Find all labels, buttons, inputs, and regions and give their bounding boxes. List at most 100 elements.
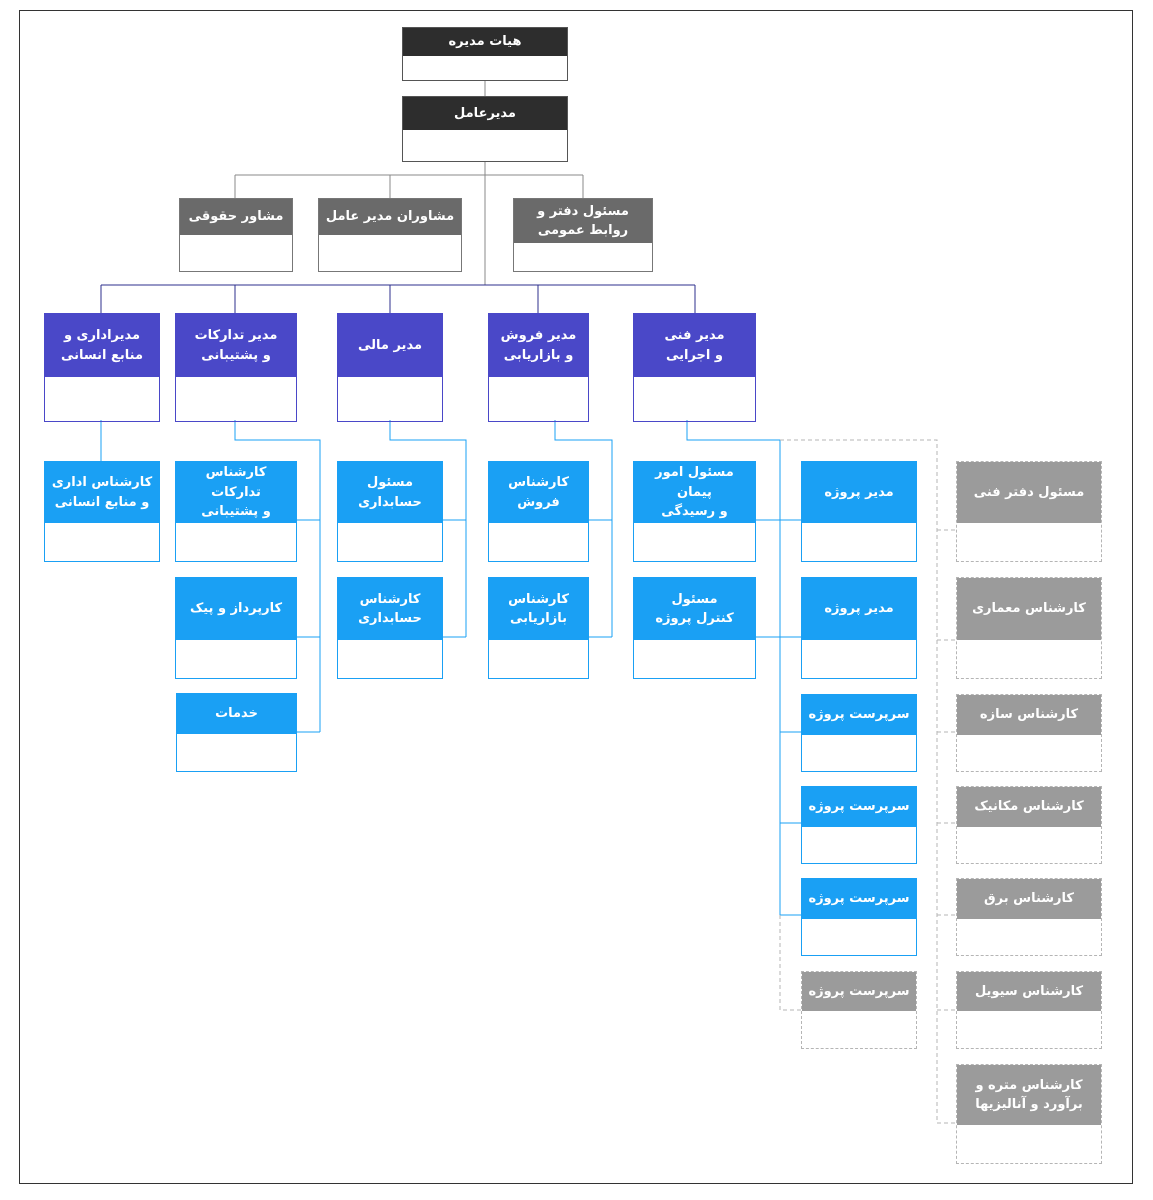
node-expert-3: کارشناس سازه xyxy=(956,694,1102,772)
node-manager-technical-title: مدیر فنی و اجرایی xyxy=(634,314,755,377)
node-board: هیات مدیره xyxy=(402,27,568,81)
node-project-6-title: سرپرست پروژه xyxy=(802,972,916,1011)
connector-procurement xyxy=(234,420,321,733)
node-sales-staff-2-body xyxy=(489,640,588,678)
node-expert-2-title: کارشناس معماری xyxy=(957,578,1101,640)
node-project-2-body xyxy=(802,640,916,678)
node-hr-staff-1-title: کارشناس اداری و منابع انسانی xyxy=(45,462,159,523)
node-project-1: مدیر پروژه xyxy=(801,461,917,562)
node-manager-procurement-title: مدیر تدارکات و پشتیبانی xyxy=(176,314,296,377)
node-expert-7-body xyxy=(957,1125,1101,1163)
node-manager-sales: مدیر فروش و بازاریابی xyxy=(488,313,589,422)
node-project-6-body xyxy=(802,1011,916,1048)
node-finance-staff-1-body xyxy=(338,523,442,561)
node-project-3-body xyxy=(802,735,916,771)
node-ceo-title: مدیرعامل xyxy=(403,97,567,130)
node-project-3: سرپرست پروژه xyxy=(801,694,917,772)
node-advisor-office-title: مسئول دفتر و روابط عمومی xyxy=(514,199,652,243)
node-project-1-title: مدیر پروژه xyxy=(802,462,916,523)
node-hr-staff-1: کارشناس اداری و منابع انسانی xyxy=(44,461,160,562)
node-technical-staff-2-body xyxy=(634,640,755,678)
node-expert-7: کارشناس متره و برآورد و آنالیزیها xyxy=(956,1064,1102,1164)
node-expert-5: کارشناس برق xyxy=(956,878,1102,956)
node-advisor-legal: مشاور حقوقی xyxy=(179,198,293,272)
node-procurement-staff-1-body xyxy=(176,523,296,561)
node-expert-6-body xyxy=(957,1011,1101,1048)
node-expert-7-title: کارشناس متره و برآورد و آنالیزیها xyxy=(957,1065,1101,1125)
node-project-5-body xyxy=(802,919,916,955)
node-manager-technical: مدیر فنی و اجرایی xyxy=(633,313,756,422)
node-expert-4-body xyxy=(957,827,1101,863)
node-procurement-staff-3-body xyxy=(177,734,296,771)
node-technical-staff-2: مسئول کنترل پروژه xyxy=(633,577,756,679)
node-finance-staff-1: مسئول حسابداری xyxy=(337,461,443,562)
node-advisor-office-body xyxy=(514,243,652,271)
node-sales-staff-1-body xyxy=(489,523,588,561)
node-procurement-staff-2-title: کارپرداز و پیک xyxy=(176,578,296,640)
node-hr-staff-1-body xyxy=(45,523,159,561)
node-project-4-title: سرپرست پروژه xyxy=(802,787,916,827)
node-manager-finance-title: مدیر مالی xyxy=(338,314,442,377)
node-finance-staff-2-body xyxy=(338,640,442,678)
node-expert-3-body xyxy=(957,735,1101,771)
node-expert-3-title: کارشناس سازه xyxy=(957,695,1101,735)
node-procurement-staff-3-title: خدمات xyxy=(177,694,296,734)
node-manager-finance: مدیر مالی xyxy=(337,313,443,422)
node-manager-hr: مدیراداری و منابع انسانی xyxy=(44,313,160,422)
node-manager-sales-body xyxy=(489,377,588,421)
node-expert-6-title: کارشناس سیویل xyxy=(957,972,1101,1011)
node-technical-staff-2-title: مسئول کنترل پروژه xyxy=(634,578,755,640)
node-manager-hr-title: مدیراداری و منابع انسانی xyxy=(45,314,159,377)
node-advisor-legal-title: مشاور حقوقی xyxy=(180,199,292,235)
node-advisor-ceo-body xyxy=(319,235,461,271)
node-manager-technical-body xyxy=(634,377,755,421)
chart-frame xyxy=(19,10,1133,1184)
node-project-5: سرپرست پروژه xyxy=(801,878,917,956)
connector-technical-optional xyxy=(779,439,956,1124)
node-project-4: سرپرست پروژه xyxy=(801,786,917,864)
node-manager-hr-body xyxy=(45,377,159,421)
node-expert-6: کارشناس سیویل xyxy=(956,971,1102,1049)
node-advisor-office: مسئول دفتر و روابط عمومی xyxy=(513,198,653,272)
node-expert-4-title: کارشناس مکانیک xyxy=(957,787,1101,827)
node-board-title: هیات مدیره xyxy=(403,28,567,56)
node-project-3-title: سرپرست پروژه xyxy=(802,695,916,735)
node-sales-staff-2: کارشناس بازاریابی xyxy=(488,577,589,679)
node-sales-staff-2-title: کارشناس بازاریابی xyxy=(489,578,588,640)
node-technical-staff-1: مسئول امور پیمان و رسیدگی xyxy=(633,461,756,562)
node-project-4-body xyxy=(802,827,916,863)
connector-finance xyxy=(389,420,467,638)
node-advisor-ceo-title: مشاوران مدیر عامل xyxy=(319,199,461,235)
node-board-body xyxy=(403,56,567,80)
node-expert-5-body xyxy=(957,919,1101,955)
node-expert-2-body xyxy=(957,640,1101,678)
connector-technical xyxy=(686,420,801,916)
node-manager-procurement-body xyxy=(176,377,296,421)
node-ceo-body xyxy=(403,130,567,161)
node-procurement-staff-1-title: کارشناس تدارکات و پشتیبانی xyxy=(176,462,296,523)
node-expert-1-title: مسئول دفتر فنی xyxy=(957,462,1101,523)
node-expert-4: کارشناس مکانیک xyxy=(956,786,1102,864)
node-technical-staff-1-body xyxy=(634,523,755,561)
node-procurement-staff-1: کارشناس تدارکات و پشتیبانی xyxy=(175,461,297,562)
node-finance-staff-1-title: مسئول حسابداری xyxy=(338,462,442,523)
node-procurement-staff-2-body xyxy=(176,640,296,678)
node-finance-staff-2-title: کارشناس حسابداری xyxy=(338,578,442,640)
connector-sales xyxy=(554,420,613,638)
node-project-5-title: سرپرست پروژه xyxy=(802,879,916,919)
node-sales-staff-1-title: کارشناس فروش xyxy=(489,462,588,523)
node-advisor-ceo: مشاوران مدیر عامل xyxy=(318,198,462,272)
node-expert-1: مسئول دفتر فنی xyxy=(956,461,1102,562)
node-advisor-legal-body xyxy=(180,235,292,271)
node-finance-staff-2: کارشناس حسابداری xyxy=(337,577,443,679)
node-manager-sales-title: مدیر فروش و بازاریابی xyxy=(489,314,588,377)
node-sales-staff-1: کارشناس فروش xyxy=(488,461,589,562)
node-technical-staff-1-title: مسئول امور پیمان و رسیدگی xyxy=(634,462,755,523)
node-project-2-title: مدیر پروژه xyxy=(802,578,916,640)
node-expert-2: کارشناس معماری xyxy=(956,577,1102,679)
node-ceo: مدیرعامل xyxy=(402,96,568,162)
node-manager-procurement: مدیر تدارکات و پشتیبانی xyxy=(175,313,297,422)
node-project-6: سرپرست پروژه xyxy=(801,971,917,1049)
node-procurement-staff-3: خدمات xyxy=(176,693,297,772)
node-project-2: مدیر پروژه xyxy=(801,577,917,679)
